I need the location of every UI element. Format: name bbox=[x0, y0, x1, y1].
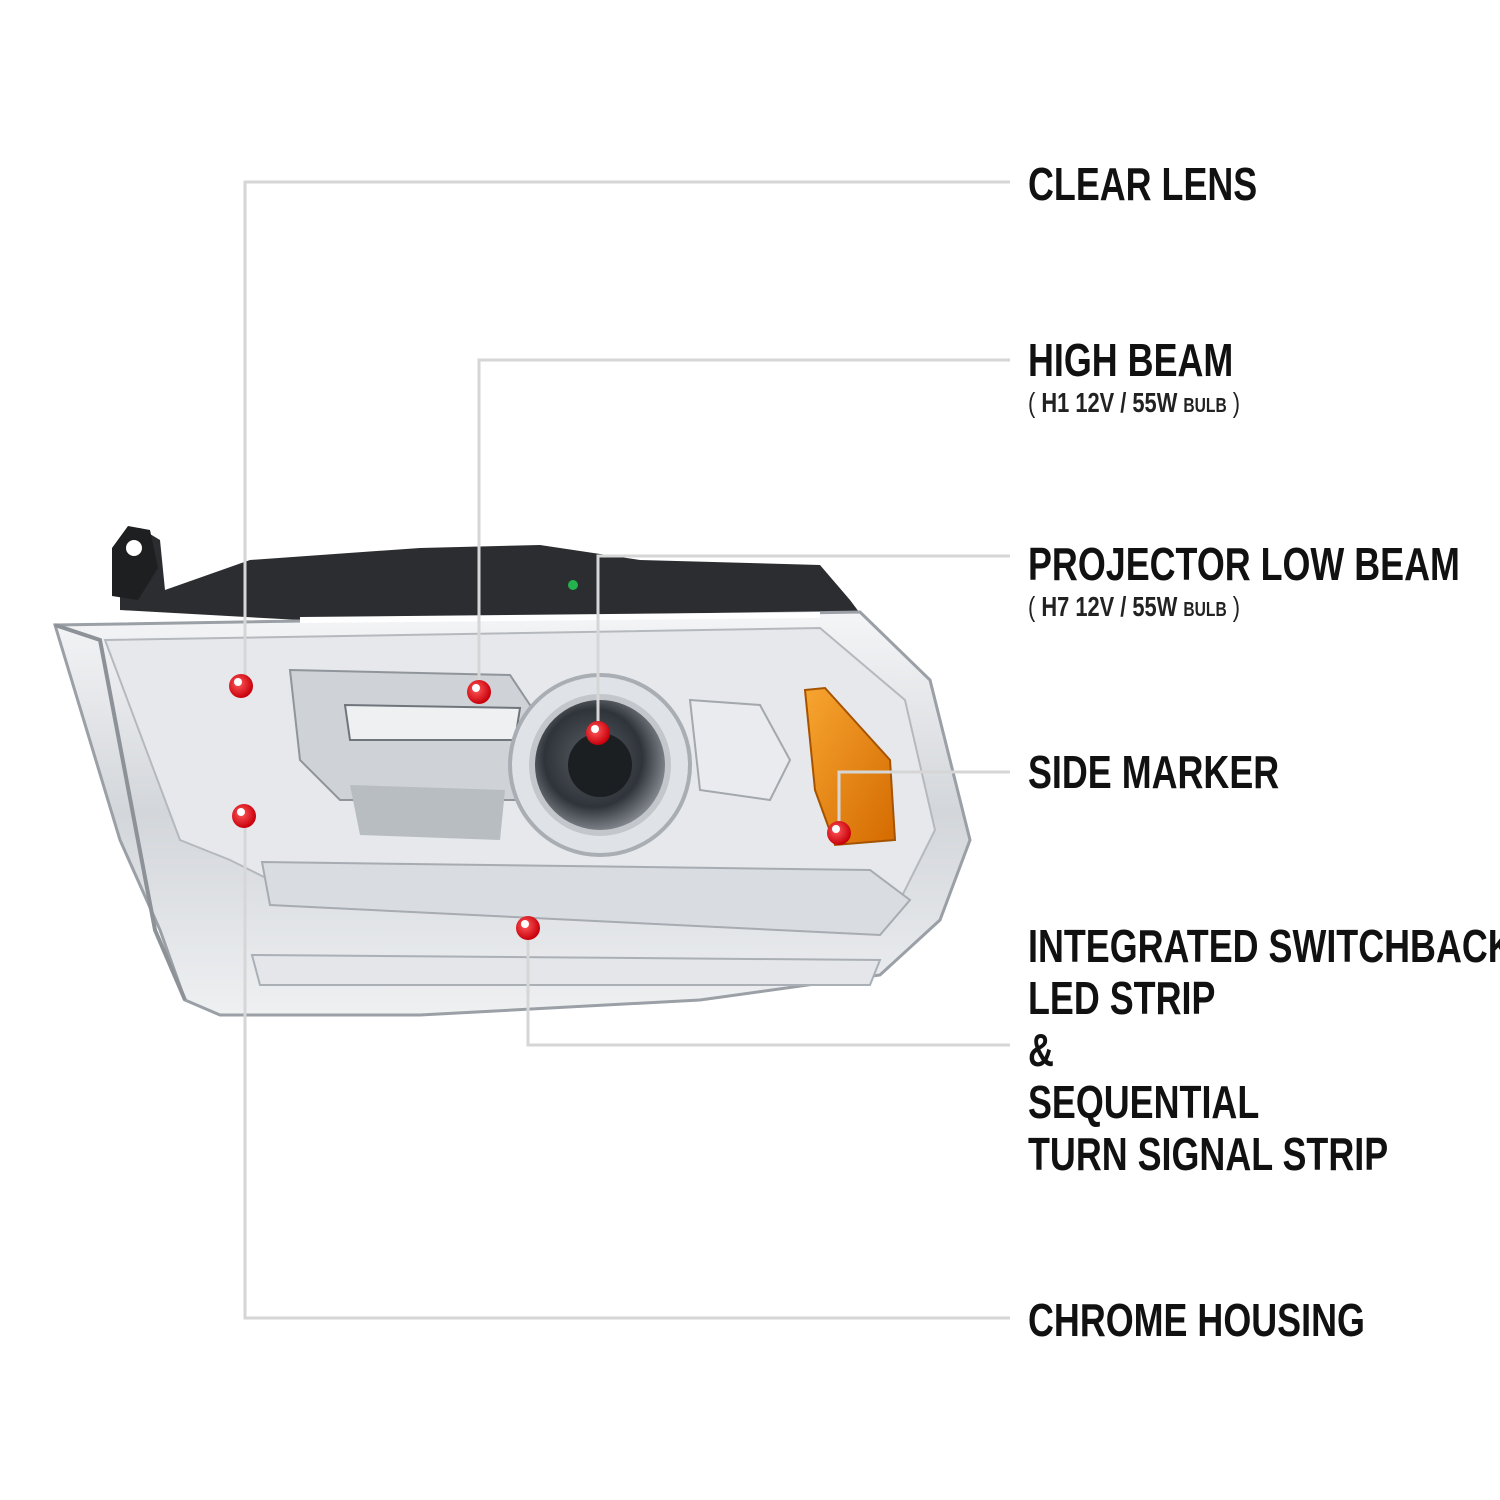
leader-clear-lens bbox=[243, 180, 1010, 686]
marker-dot-clear-lens bbox=[229, 674, 253, 698]
led-strip-upper bbox=[260, 860, 912, 937]
callout-line: TURN SIGNAL STRIP bbox=[1028, 1128, 1389, 1180]
callout-projector-low-beam: PROJECTOR LOW BEAM ( H7 12V / 55W BULB ) bbox=[1028, 538, 1460, 627]
leader-high-beam bbox=[477, 358, 1010, 692]
amber-side-marker bbox=[803, 686, 897, 847]
callout-title: CHROME HOUSING bbox=[1028, 1294, 1365, 1346]
leader-chrome-housing bbox=[243, 816, 1010, 1320]
leader-lines bbox=[243, 180, 1010, 1320]
callout-line: INTEGRATED SWITCHBACK bbox=[1028, 920, 1500, 972]
callout-line: LED STRIP bbox=[1028, 972, 1216, 1024]
callout-spec: ( H1 12V / 55W BULB ) bbox=[1028, 387, 1241, 418]
callout-clear-lens: CLEAR LENS bbox=[1028, 158, 1257, 210]
callout-title: SIDE MARKER bbox=[1028, 746, 1280, 798]
callout-high-beam: HIGH BEAM ( H1 12V / 55W BULB ) bbox=[1028, 334, 1240, 423]
led-strip-lower bbox=[250, 953, 882, 986]
marker-dot-led-strip bbox=[516, 916, 540, 940]
callout-side-marker: SIDE MARKER bbox=[1028, 746, 1279, 798]
leader-projector bbox=[596, 554, 1010, 733]
marker-dot-high-beam bbox=[467, 680, 491, 704]
callout-title: CLEAR LENS bbox=[1028, 158, 1258, 210]
callout-line: & bbox=[1028, 1024, 1054, 1076]
marker-dot-projector bbox=[586, 721, 610, 745]
status-led bbox=[568, 580, 578, 590]
callout-led-strip: INTEGRATED SWITCHBACK LED STRIP & SEQUEN… bbox=[1028, 920, 1500, 1180]
leader-side-marker bbox=[837, 770, 1010, 833]
callout-title: HIGH BEAM bbox=[1028, 334, 1234, 386]
marker-dot-chrome-housing bbox=[232, 804, 256, 828]
callout-spec: ( H7 12V / 55W BULB ) bbox=[1028, 591, 1241, 622]
callout-title: PROJECTOR LOW BEAM bbox=[1028, 538, 1460, 590]
marker-dot-side-marker bbox=[827, 821, 851, 845]
leader-led-strip bbox=[526, 928, 1010, 1047]
callout-markers bbox=[229, 674, 851, 940]
callout-line: SEQUENTIAL bbox=[1028, 1076, 1260, 1128]
mount-tab bbox=[112, 526, 158, 600]
callout-chrome-housing: CHROME HOUSING bbox=[1028, 1294, 1365, 1346]
